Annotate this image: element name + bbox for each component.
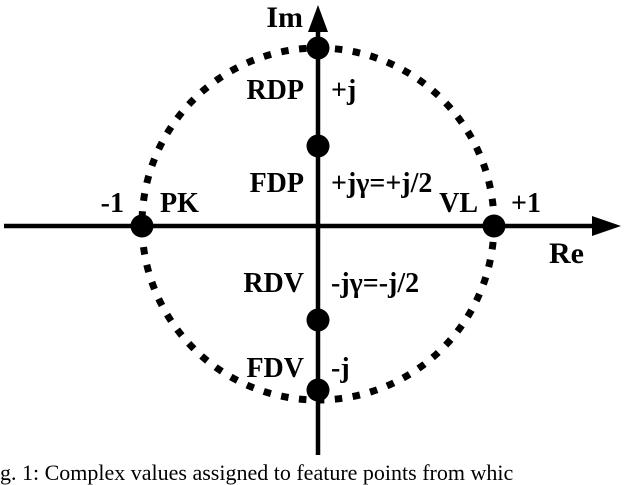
point-fdp-value: +jγ=+j/2 bbox=[331, 168, 432, 199]
point-rdp-dot bbox=[306, 36, 330, 60]
point-vl-label: VL bbox=[439, 188, 478, 219]
point-vl-value: +1 bbox=[511, 188, 541, 219]
re-axis-arrow-icon bbox=[592, 216, 621, 236]
im-axis-label: Im bbox=[266, 1, 303, 34]
point-fdv-label: FDV bbox=[246, 353, 304, 384]
point-pk-label: PK bbox=[160, 188, 199, 219]
point-pk-value: -1 bbox=[101, 188, 124, 219]
point-rdv-value: -jγ=-j/2 bbox=[331, 268, 419, 299]
point-fdp-label: FDP bbox=[250, 168, 304, 199]
point-fdv-value: -j bbox=[331, 353, 350, 384]
point-pk-dot bbox=[130, 214, 154, 238]
point-fdv-dot bbox=[306, 378, 330, 402]
point-rdv-dot bbox=[306, 308, 330, 332]
im-axis-arrow-icon bbox=[308, 5, 328, 32]
point-fdp-dot bbox=[306, 134, 330, 158]
figure-caption: g. 1: Complex values assigned to feature… bbox=[0, 460, 513, 485]
re-axis-label: Re bbox=[549, 237, 584, 270]
point-rdp-value: +j bbox=[331, 75, 356, 106]
point-rdp-label: RDP bbox=[246, 75, 304, 106]
point-rdv-label: RDV bbox=[243, 268, 304, 299]
point-vl-dot bbox=[482, 214, 506, 238]
